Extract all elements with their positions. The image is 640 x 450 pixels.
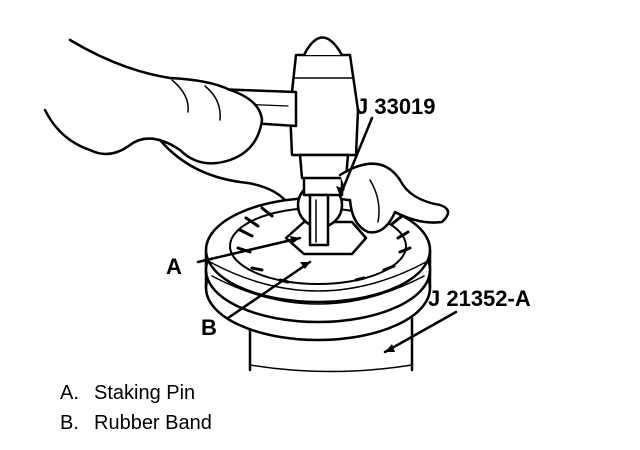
callout-label-j21352a: J 21352-A	[428, 286, 531, 311]
leader-b	[226, 260, 312, 320]
callout-label-j33019: J 33019	[356, 94, 436, 119]
leader-a	[196, 236, 302, 264]
legend: A. Staking Pin B. Rubber Band	[60, 378, 212, 438]
clutch-pulley	[204, 181, 432, 342]
clutch-staking-illustration	[43, 36, 458, 373]
leader-j33019	[338, 116, 374, 198]
leader-j21352	[383, 310, 458, 354]
legend-key: B.	[60, 412, 79, 434]
hand-on-hammer	[43, 38, 287, 202]
legend-key: A.	[60, 382, 79, 404]
legend-item: B. Rubber Band	[60, 408, 212, 438]
callout-label-a: A	[166, 254, 182, 279]
hand-on-tool	[338, 162, 450, 234]
legend-text: Staking Pin	[94, 382, 196, 404]
legend-text: Rubber Band	[94, 412, 212, 434]
legend-item: A. Staking Pin	[60, 378, 212, 408]
callout-label-b: B	[201, 315, 217, 340]
leader-lines	[196, 116, 458, 354]
